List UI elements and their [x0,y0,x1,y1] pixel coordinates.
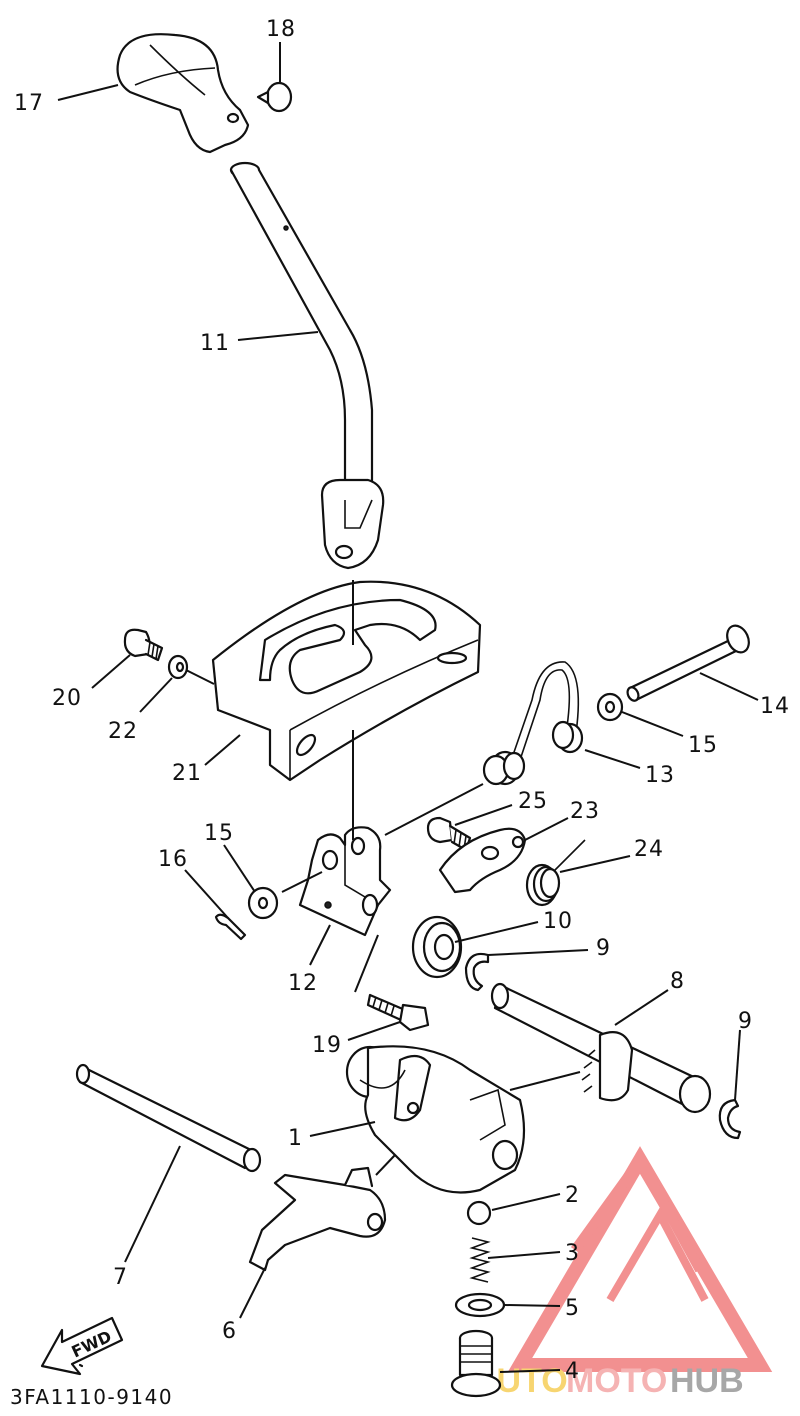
part-5-washer [454,1292,506,1318]
diagram-reference-code: 3FA1110-9140 [10,1385,173,1409]
callout-23: 23 [570,799,600,824]
callout-9-upper: 9 [596,936,611,961]
part-16-cotter-pin [214,913,247,941]
part-4-plug [450,1329,502,1398]
part-3-spring [469,1237,491,1283]
callout-12: 12 [288,971,318,996]
part-10-oil-seal [411,915,463,979]
part-8-shift-shaft [490,982,712,1114]
part-21-shift-guide [211,580,482,782]
callout-5: 5 [565,1296,580,1321]
part-24-spring [525,839,586,907]
watermark-hub: HUB [670,1362,744,1400]
callout-24: 24 [634,837,664,862]
leader-lines [57,42,759,1373]
watermark-moto: MOTO [566,1362,667,1400]
callout-9-lower: 9 [738,1009,753,1034]
part-22-washer [167,654,189,680]
part-9-circlip-lower [718,1098,742,1140]
callout-13: 13 [645,763,675,788]
callout-19: 19 [312,1033,342,1058]
part-1-shift-drum [345,1045,526,1194]
callout-7: 7 [113,1265,128,1290]
part-2-ball [466,1200,492,1226]
callout-2: 2 [565,1183,580,1208]
part-17-shift-knob [116,33,250,154]
callout-15-lower: 15 [204,821,234,846]
part-15-washer-lower [247,886,279,920]
automotohub-logo-watermark: AUTO MOTO HUB [472,1146,773,1400]
part-14-pin [626,624,750,702]
part-7-guide-bar [75,1063,262,1368]
callout-labels: 17 18 11 20 22 21 14 15 13 25 23 24 16 1… [14,17,790,1384]
callout-21: 21 [172,761,202,786]
part-6-shift-fork [248,1166,387,1272]
callout-20: 20 [52,686,82,711]
part-12-lever-bracket [298,826,392,937]
part-15-washer-upper [596,692,624,722]
callout-3: 3 [565,1241,580,1266]
callout-10: 10 [543,909,573,934]
callout-11: 11 [200,331,230,356]
callout-4: 4 [565,1359,580,1384]
part-11-shift-lever [229,161,385,570]
part-13-torsion-spring [482,661,584,786]
callout-1: 1 [288,1126,303,1151]
callout-6: 6 [222,1319,237,1344]
callout-15-upper: 15 [688,733,718,758]
part-18-knob-screw [256,81,293,113]
callout-8: 8 [670,969,685,994]
part-23-stopper-lever [438,827,527,894]
callout-25: 25 [518,789,548,814]
callout-14: 14 [760,694,790,719]
callout-22: 22 [108,719,138,744]
part-20-bolt [123,628,164,662]
callout-17: 17 [14,91,44,116]
callout-16: 16 [158,847,188,872]
callout-18: 18 [266,17,296,42]
part-19-bolt [366,993,430,1032]
part-9-circlip-upper [464,952,490,992]
